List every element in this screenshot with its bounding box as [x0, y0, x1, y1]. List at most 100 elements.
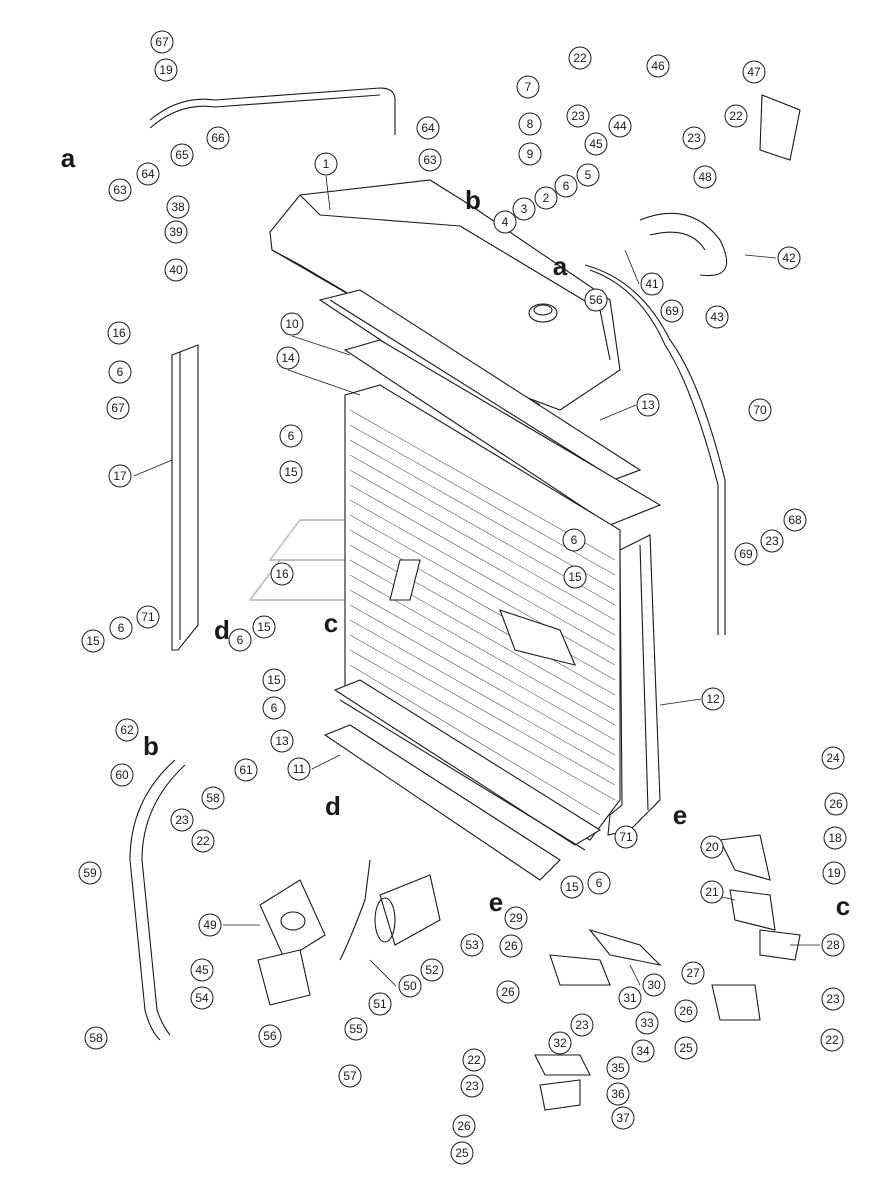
callout-circle	[166, 195, 190, 219]
callout-number: 58	[89, 1031, 103, 1045]
callout-circle	[584, 132, 608, 156]
callout-circle	[206, 126, 230, 150]
callout-number: 6	[596, 876, 603, 890]
callout-41: 41	[640, 272, 664, 296]
callout-number: 25	[455, 1146, 469, 1160]
callout-circle	[314, 152, 338, 176]
callout-number: 49	[203, 918, 217, 932]
callout-number: 30	[647, 978, 661, 992]
callout-circle	[416, 116, 440, 140]
ref-letter-a: a	[553, 251, 568, 281]
callout-number: 23	[687, 131, 701, 145]
callout-29: 29	[504, 906, 528, 930]
callout-circle	[700, 835, 724, 859]
callout-number: 16	[275, 567, 289, 581]
callout-circle	[460, 1074, 484, 1098]
callout-58: 58	[84, 1026, 108, 1050]
callout-number: 53	[465, 938, 479, 952]
callout-circle	[700, 880, 724, 904]
callout-number: 64	[421, 121, 435, 135]
callout-40: 40	[164, 258, 188, 282]
callout-circle	[554, 174, 578, 198]
callout-circle	[81, 629, 105, 653]
callout-64: 64	[416, 116, 440, 140]
callout-number: 11	[293, 762, 306, 776]
callout-2: 2	[534, 186, 558, 210]
callout-circle	[674, 1036, 698, 1060]
callout-circle	[682, 126, 706, 150]
callout-circle	[504, 906, 528, 930]
callout-54: 54	[190, 986, 214, 1010]
ref-letter-c: c	[836, 891, 850, 921]
callout-circle	[642, 973, 666, 997]
callout-number: 15	[257, 620, 271, 634]
callout-circle	[190, 986, 214, 1010]
callout-circle	[824, 792, 848, 816]
callout-circle	[228, 628, 252, 652]
callout-36: 36	[606, 1082, 630, 1106]
callout-53: 53	[460, 933, 484, 957]
callout-circle	[516, 75, 540, 99]
callout-circle	[418, 148, 442, 172]
callout-49: 49	[198, 913, 222, 937]
callout-circle	[611, 1106, 635, 1130]
callout-number: 21	[705, 885, 719, 899]
callout-circle	[606, 1082, 630, 1106]
callout-65: 65	[170, 143, 194, 167]
callout-58: 58	[201, 786, 225, 810]
callout-circle	[262, 696, 286, 720]
callout-45: 45	[190, 958, 214, 982]
callout-number: 14	[281, 351, 295, 365]
callout-circle	[705, 305, 729, 329]
callout-6: 6	[262, 696, 286, 720]
callout-number: 51	[373, 997, 387, 1011]
callout-number: 59	[83, 866, 97, 880]
callout-46: 46	[646, 54, 670, 78]
callout-68: 68	[783, 508, 807, 532]
callout-circle	[681, 961, 705, 985]
callout-number: 4	[502, 215, 509, 229]
callout-circle	[640, 272, 664, 296]
callout-number: 6	[118, 621, 125, 635]
callout-circle	[109, 616, 133, 640]
callout-number: 58	[206, 791, 220, 805]
callout-circle	[674, 999, 698, 1023]
callout-number: 63	[113, 183, 127, 197]
callout-51: 51	[368, 992, 392, 1016]
callout-circle	[748, 398, 772, 422]
ref-letter-d: d	[214, 615, 230, 645]
callout-19: 19	[822, 861, 846, 885]
callout-circle	[493, 210, 517, 234]
callout-56: 56	[584, 288, 608, 312]
callout-25: 25	[674, 1036, 698, 1060]
callout-circle	[576, 163, 600, 187]
callout-16: 16	[107, 321, 131, 345]
callout-8: 8	[518, 112, 542, 136]
callout-15: 15	[560, 875, 584, 899]
callout-circle	[276, 346, 300, 370]
callout-circle	[452, 1114, 476, 1138]
callout-55: 55	[344, 1017, 368, 1041]
callout-number: 23	[575, 1018, 589, 1032]
callout-number: 13	[275, 734, 289, 748]
callout-circle	[566, 104, 590, 128]
callout-circle	[258, 1024, 282, 1048]
callout-circle	[548, 1031, 572, 1055]
callout-number: 67	[111, 401, 125, 415]
callout-28: 28	[821, 933, 845, 957]
callout-circle	[136, 162, 160, 186]
callout-26: 26	[824, 792, 848, 816]
callout-number: 52	[425, 963, 439, 977]
callout-circle	[234, 758, 258, 782]
callout-number: 27	[686, 966, 700, 980]
callout-circle	[820, 1028, 844, 1052]
callout-26: 26	[496, 980, 520, 1004]
callout-6: 6	[108, 360, 132, 384]
callout-5: 5	[576, 163, 600, 187]
callout-circle	[518, 112, 542, 136]
bypass-hose	[129, 759, 186, 1041]
callout-number: 24	[826, 751, 840, 765]
callout-6: 6	[554, 174, 578, 198]
callout-63: 63	[108, 178, 132, 202]
callout-circle	[636, 393, 660, 417]
